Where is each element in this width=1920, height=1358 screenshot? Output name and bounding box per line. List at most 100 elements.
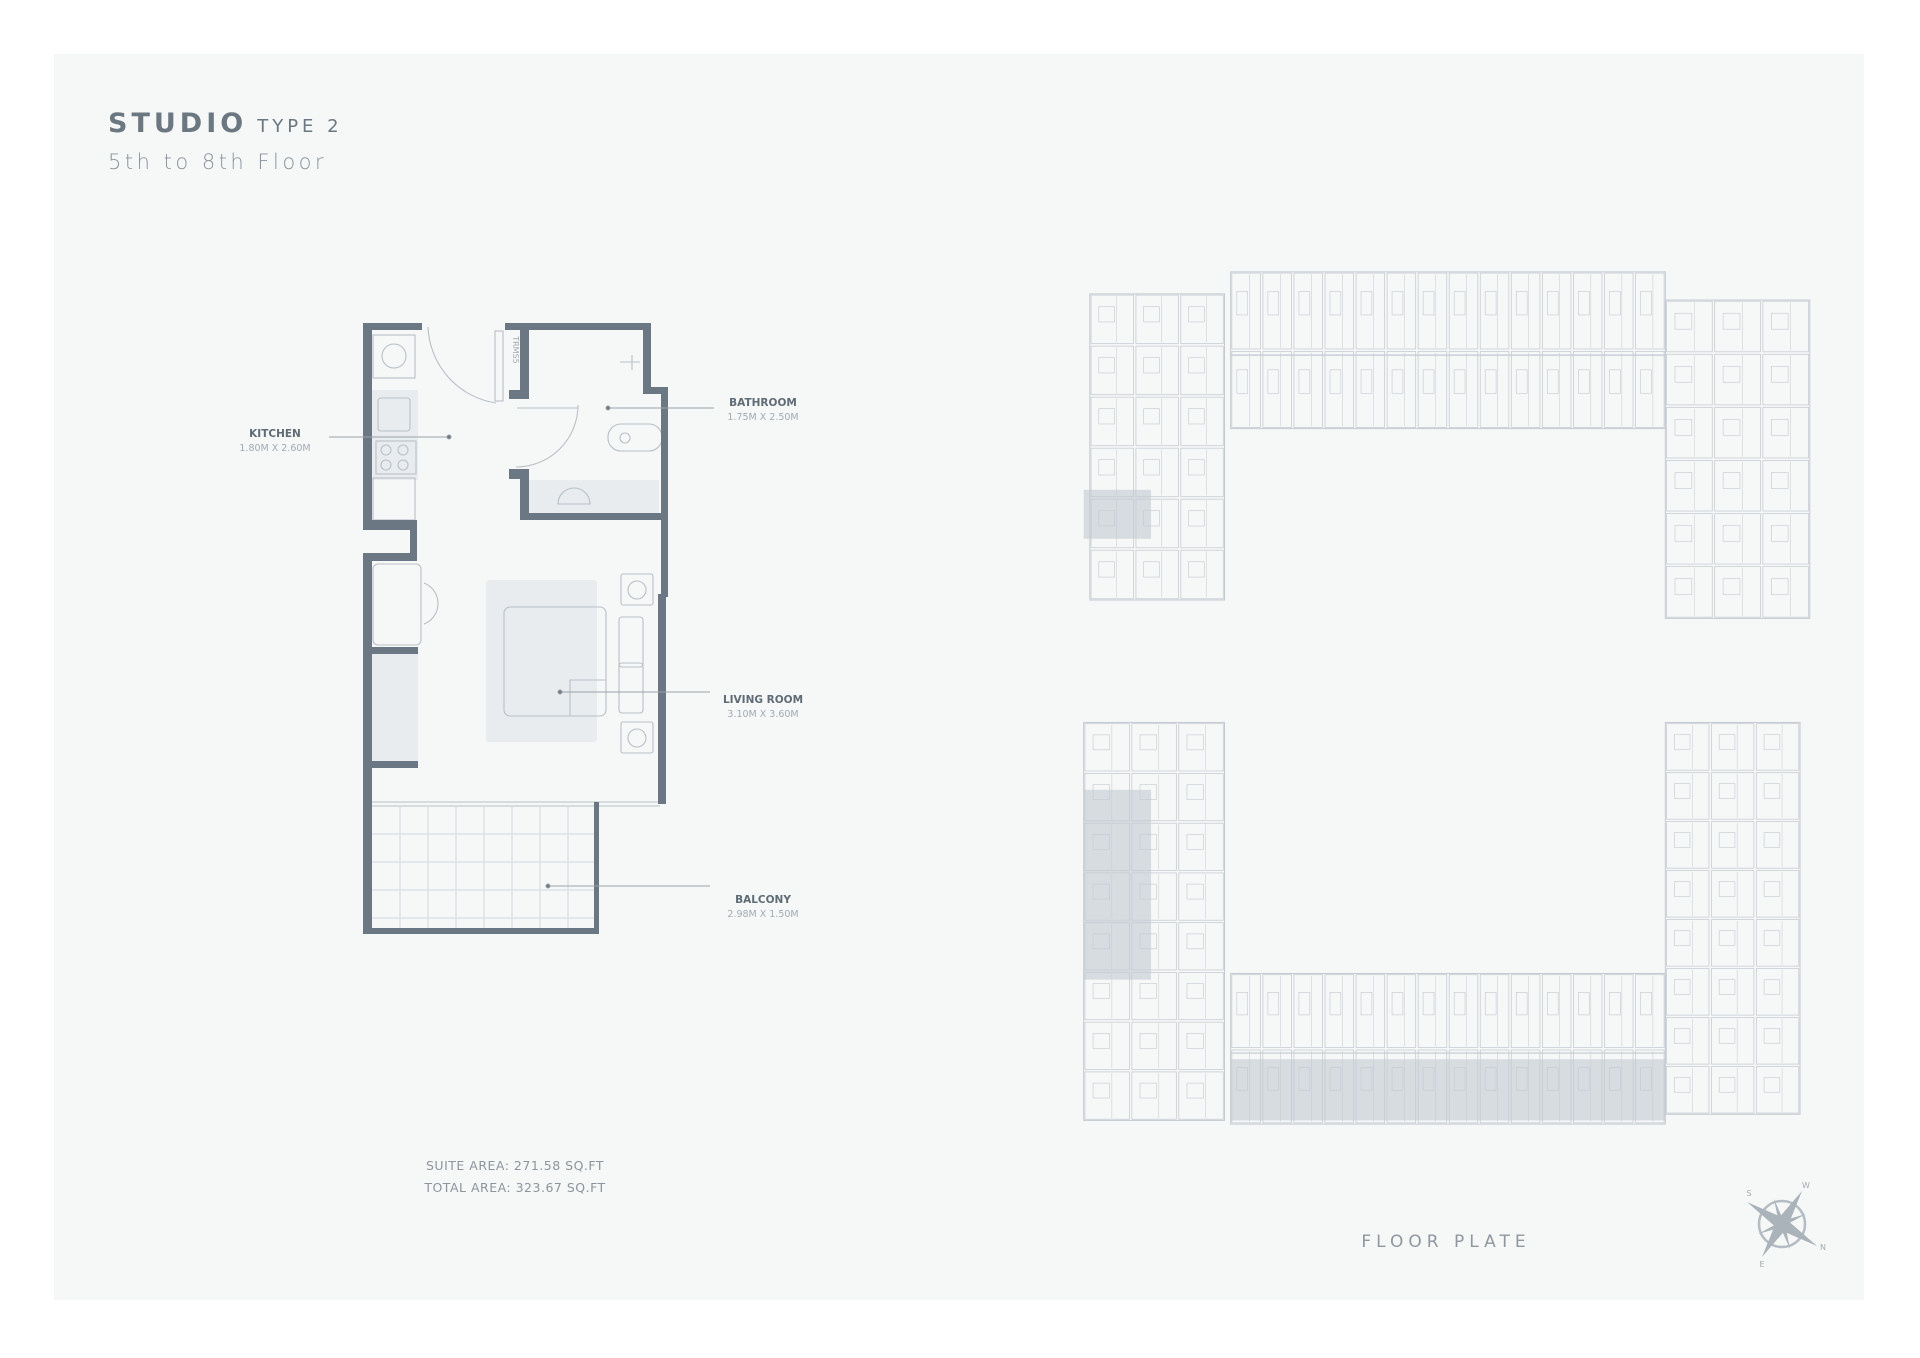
unit	[1178, 1021, 1224, 1070]
unit	[1762, 300, 1809, 353]
desk	[372, 563, 422, 646]
kitchen-sink	[377, 397, 411, 432]
floor-plate-label: FLOOR PLATE	[1361, 1232, 1531, 1252]
unit	[1755, 870, 1800, 918]
unit	[1510, 1049, 1541, 1124]
unit	[1755, 821, 1800, 869]
unit	[1711, 1017, 1755, 1065]
unit	[1262, 974, 1292, 1048]
unit	[1131, 872, 1177, 921]
unit	[1262, 272, 1292, 350]
bathroom-marker	[605, 405, 611, 411]
unit	[1604, 1049, 1634, 1124]
suite-area: SUITE AREA: 271.58 SQ.FT	[426, 1158, 604, 1173]
unit	[1386, 351, 1417, 428]
unit	[1666, 870, 1710, 918]
unit	[1714, 566, 1761, 618]
unit	[1755, 1017, 1800, 1065]
unit	[1178, 922, 1224, 971]
compass-e: E	[1759, 1260, 1764, 1269]
north-wing	[1230, 271, 1666, 430]
unit	[1135, 396, 1179, 447]
unit	[1573, 974, 1603, 1048]
unit	[1711, 968, 1755, 1016]
bathroom-sink	[557, 487, 591, 505]
unit	[1293, 974, 1323, 1048]
compass-s: S	[1746, 1189, 1751, 1198]
unit	[1180, 498, 1224, 549]
balcony-marker	[545, 883, 551, 889]
unit	[1090, 294, 1134, 345]
unit	[1131, 773, 1177, 822]
unit	[1131, 1021, 1177, 1070]
unit	[1755, 1066, 1800, 1114]
unit	[1231, 974, 1261, 1048]
southeast-block	[1664, 721, 1801, 1115]
unit	[1231, 1049, 1261, 1124]
unit	[1666, 968, 1710, 1016]
unit	[1604, 272, 1634, 350]
unit	[1355, 272, 1386, 350]
room-size-bathroom: 1.75M X 2.50M	[727, 412, 798, 423]
unit	[1666, 1017, 1710, 1065]
unit	[1666, 460, 1713, 512]
unit	[1666, 353, 1713, 406]
unit	[1180, 345, 1224, 396]
floor-plate-drawing	[1083, 271, 1811, 1125]
unit	[1090, 345, 1134, 396]
unit	[1178, 723, 1224, 772]
unit	[1510, 272, 1541, 350]
bed-blanket	[569, 679, 606, 716]
unit	[1417, 1049, 1448, 1124]
toilet	[607, 423, 663, 452]
unit	[1711, 1066, 1755, 1114]
unit	[1666, 821, 1710, 869]
rug	[486, 580, 597, 742]
vanity	[529, 480, 659, 513]
unit	[1386, 1049, 1417, 1124]
unit	[1635, 272, 1665, 350]
unit	[1604, 974, 1634, 1048]
wardrobe	[372, 654, 418, 761]
unit	[1635, 351, 1665, 428]
unit	[1386, 272, 1417, 350]
fridge	[372, 477, 416, 521]
room-name-bathroom: BATHROOM	[729, 397, 797, 409]
washer	[372, 334, 416, 379]
cooktop	[375, 440, 417, 475]
chair	[423, 582, 439, 625]
unit	[1135, 294, 1179, 345]
unit	[1178, 822, 1224, 871]
unit	[1084, 1021, 1130, 1070]
room-name-living-room: LIVING ROOM	[723, 694, 803, 706]
living-room-marker	[557, 689, 563, 695]
unit	[1479, 272, 1510, 350]
unit	[1324, 272, 1354, 350]
room-name-balcony: BALCONY	[735, 894, 791, 906]
unit	[1635, 974, 1665, 1048]
unit	[1762, 460, 1809, 512]
unit	[1666, 406, 1713, 459]
room-size-kitchen: 1.80M X 2.60M	[239, 443, 310, 454]
unit	[1180, 396, 1224, 447]
closet-door	[494, 330, 504, 402]
unit	[1231, 351, 1261, 428]
pillow	[618, 616, 644, 668]
unit-floor-plan: TRMS5	[239, 323, 803, 934]
unit	[1417, 351, 1448, 428]
unit	[1324, 1049, 1354, 1124]
unit	[1573, 351, 1603, 428]
unit	[1666, 513, 1713, 565]
unit	[1135, 498, 1179, 549]
unit	[1762, 513, 1809, 565]
unit	[1714, 406, 1761, 459]
room-size-living-room: 3.10M X 3.60M	[727, 709, 798, 720]
room-name-kitchen: KITCHEN	[249, 428, 301, 440]
unit	[1180, 294, 1224, 345]
unit	[1604, 351, 1634, 428]
unit	[1755, 919, 1800, 967]
unit	[1293, 351, 1323, 428]
unit	[1417, 974, 1448, 1048]
title-type: TYPE 2	[257, 116, 343, 137]
